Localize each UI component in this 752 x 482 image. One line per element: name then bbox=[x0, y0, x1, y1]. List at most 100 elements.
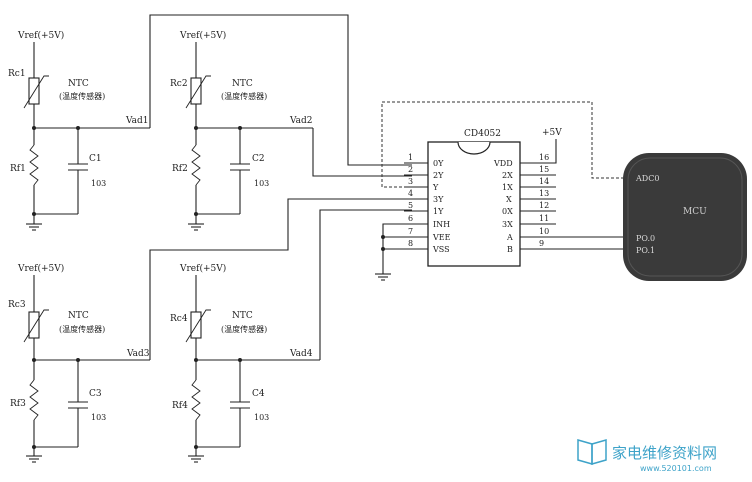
pin-label-1y: 1Y bbox=[433, 207, 444, 216]
ntc-desc-1: (温度传感器) bbox=[59, 91, 105, 101]
ntc-resistor-rc3 bbox=[23, 309, 49, 343]
pin-label-1x: 1X bbox=[502, 183, 513, 192]
pin-num-7: 7 bbox=[408, 227, 413, 236]
pin-label-3x: 3X bbox=[502, 220, 513, 229]
pin-num-15: 15 bbox=[539, 165, 549, 174]
pin-num-13: 13 bbox=[539, 189, 549, 198]
cap-label-2: C2 bbox=[252, 154, 265, 164]
pin-num-11: 11 bbox=[539, 214, 549, 223]
ntc-label-2: NTC bbox=[232, 79, 253, 89]
vref-label-3: Vref(+5V) bbox=[17, 263, 64, 274]
chip-right-pins: VDD 2X 1X X 0X 3X A B 16 15 14 13 12 11 … bbox=[493, 153, 556, 254]
vad-label-2: Vad2 bbox=[289, 116, 313, 126]
capacitor-c1 bbox=[68, 163, 88, 171]
watermark: 家电维修资料网 www.520101.com bbox=[577, 439, 717, 473]
resistor-rf2 bbox=[191, 144, 201, 186]
cap-value-4: 103 bbox=[254, 413, 269, 422]
pin-label-x: X bbox=[506, 195, 512, 204]
pin-label-2y: 2Y bbox=[433, 171, 444, 180]
capacitor-c4 bbox=[230, 401, 250, 409]
cap-label-3: C3 bbox=[89, 389, 102, 399]
resistor-rf4 bbox=[191, 379, 201, 421]
pin-label-vdd: VDD bbox=[493, 159, 513, 168]
ground-symbol-3 bbox=[26, 447, 42, 463]
pin-label-inh: INH bbox=[433, 220, 450, 229]
cap-label-1: C1 bbox=[89, 154, 102, 164]
pin-num-8: 8 bbox=[408, 239, 413, 248]
ground-symbol-4 bbox=[188, 447, 204, 463]
pin-num-3: 3 bbox=[408, 177, 413, 186]
vref-label-1: Vref(+5V) bbox=[17, 30, 64, 41]
rc-label-1: Rc1 bbox=[8, 69, 26, 79]
pin-label-y: Y bbox=[432, 183, 439, 192]
capacitor-c3 bbox=[68, 401, 88, 409]
sensor-circuit-2: Vref(+5V) Rc2 NTC (温度传感器) Vad2 Rf2 C2 10… bbox=[170, 30, 313, 231]
pin-num-6: 6 bbox=[408, 214, 413, 223]
pin-num-14: 14 bbox=[539, 177, 549, 186]
pin-num-9: 9 bbox=[539, 239, 544, 248]
sensor-circuit-1: Vref(+5V) Rc1 NTC (温度传感器) Vad1 Rf1 C1 10… bbox=[8, 30, 150, 231]
pin-label-2x: 2X bbox=[502, 171, 513, 180]
ntc-resistor-rc4 bbox=[185, 309, 211, 343]
rf-label-4: Rf4 bbox=[172, 401, 188, 411]
pin-label-a: A bbox=[506, 233, 513, 242]
pin-label-0x: 0X bbox=[502, 207, 513, 216]
cap-label-4: C4 bbox=[252, 389, 265, 399]
book-logo-icon bbox=[577, 439, 607, 465]
mcu-pin-p01: PO.1 bbox=[636, 246, 655, 255]
cap-value-2: 103 bbox=[254, 179, 269, 188]
rc-label-3: Rc3 bbox=[8, 300, 26, 310]
ntc-desc-3: (温度传感器) bbox=[59, 324, 105, 334]
cap-value-1: 103 bbox=[91, 179, 106, 188]
pin-num-12: 12 bbox=[539, 201, 549, 210]
ntc-label-3: NTC bbox=[68, 311, 89, 321]
pin-label-3y: 3Y bbox=[433, 195, 444, 204]
cd4052-chip: CD4052 +5V 1 2 3 4 5 6 7 8 0Y 2Y Y 3Y 1Y… bbox=[404, 128, 562, 267]
rc-label-2: Rc2 bbox=[170, 79, 188, 89]
watermark-url: www.520101.com bbox=[640, 464, 712, 473]
pin-num-5: 5 bbox=[408, 201, 413, 210]
supply-label: +5V bbox=[542, 128, 562, 138]
pin-num-16: 16 bbox=[539, 153, 549, 162]
pin-label-vss: VSS bbox=[432, 245, 450, 254]
watermark-text: 家电维修资料网 bbox=[612, 444, 717, 462]
vref-label-4: Vref(+5V) bbox=[179, 263, 226, 274]
pin-num-1: 1 bbox=[408, 153, 413, 162]
rf-label-3: Rf3 bbox=[10, 399, 26, 409]
rf-label-2: Rf2 bbox=[172, 164, 188, 174]
sensor-circuit-3: Vref(+5V) Rc3 NTC (温度传感器) Vad3 Rf3 C3 10… bbox=[8, 263, 150, 463]
ground-symbol-mux bbox=[375, 273, 391, 281]
ntc-resistor-rc2 bbox=[185, 75, 211, 109]
vref-label-2: Vref(+5V) bbox=[179, 30, 226, 41]
mcu-pin-adc0: ADC0 bbox=[635, 174, 659, 183]
ntc-desc-4: (温度传感器) bbox=[221, 324, 267, 334]
rc-label-4: Rc4 bbox=[170, 314, 188, 324]
ntc-label-4: NTC bbox=[232, 311, 253, 321]
ntc-label-1: NTC bbox=[68, 79, 89, 89]
pin-label-vee: VEE bbox=[432, 233, 451, 242]
mcu-label: MCU bbox=[683, 207, 707, 217]
ntc-desc-2: (温度传感器) bbox=[221, 91, 267, 101]
vad-label-4: Vad4 bbox=[289, 349, 313, 359]
pin-num-2: 2 bbox=[408, 165, 413, 174]
pin-num-4: 4 bbox=[408, 189, 413, 198]
chip-name: CD4052 bbox=[464, 129, 501, 139]
cap-value-3: 103 bbox=[91, 413, 106, 422]
vad-label-1: Vad1 bbox=[125, 116, 149, 126]
ground-symbol-1 bbox=[26, 214, 42, 231]
capacitor-c2 bbox=[230, 163, 250, 171]
pin-label-0y: 0Y bbox=[433, 159, 444, 168]
chip-left-pins: 1 2 3 4 5 6 7 8 0Y 2Y Y 3Y 1Y INH VEE VS… bbox=[404, 153, 451, 254]
sensor-circuit-4: Vref(+5V) Rc4 NTC (温度传感器) Vad4 Rf4 C4 10… bbox=[170, 263, 320, 463]
resistor-rf1 bbox=[29, 144, 39, 186]
resistor-rf3 bbox=[29, 379, 39, 421]
mcu-pin-p00: PO.0 bbox=[636, 234, 655, 243]
pin-label-b: B bbox=[507, 245, 513, 254]
vad-label-3: Vad3 bbox=[126, 349, 150, 359]
pin-num-10: 10 bbox=[539, 227, 549, 236]
rf-label-1: Rf1 bbox=[10, 164, 26, 174]
ntc-resistor-rc1 bbox=[23, 75, 49, 109]
signal-routing bbox=[149, 14, 634, 360]
